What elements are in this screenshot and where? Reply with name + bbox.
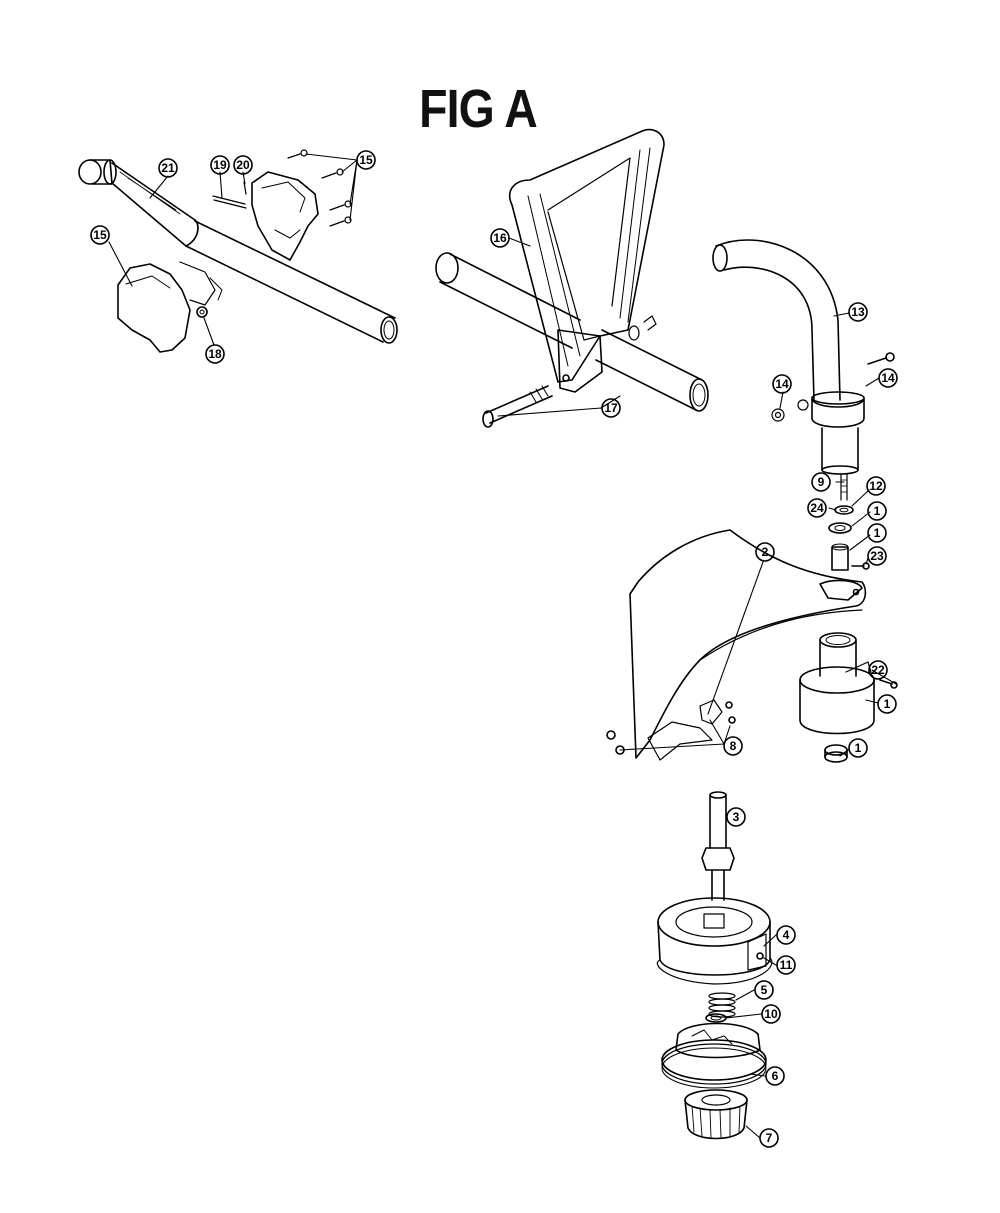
clamp-screws <box>287 149 352 227</box>
svg-text:16: 16 <box>493 231 507 245</box>
callout-14-right: 14 <box>878 368 898 388</box>
svg-text:19: 19 <box>213 158 227 172</box>
svg-text:18: 18 <box>208 347 222 361</box>
shaft-assembly <box>78 149 398 353</box>
clamp-upper-half <box>251 171 319 261</box>
wing-nut <box>628 315 657 341</box>
clamp-lower-half <box>117 261 223 353</box>
trimmer-head-assembly <box>656 791 773 1140</box>
svg-text:14: 14 <box>775 377 789 391</box>
spool <box>661 1022 767 1089</box>
leader-lines <box>108 153 897 1139</box>
callout-6: 6 <box>765 1066 785 1086</box>
callout-15-top: 15 <box>356 150 376 170</box>
svg-text:1: 1 <box>874 504 881 518</box>
loop-handle-assembly <box>435 128 709 428</box>
callout-4: 4 <box>776 925 796 945</box>
curved-shaft-end <box>712 239 895 475</box>
callout-16: 16 <box>490 228 510 248</box>
callout-18: 18 <box>205 344 225 364</box>
callout-2: 2 <box>755 542 775 562</box>
svg-text:3: 3 <box>733 810 740 824</box>
clamp-nut-and-washer <box>771 399 809 422</box>
callout-19: 19 <box>210 155 230 175</box>
gear-housing <box>799 632 898 763</box>
callout-24: 24 <box>807 498 827 518</box>
loop-bolt <box>482 385 553 428</box>
callout-14-left: 14 <box>772 374 792 394</box>
spool-housing <box>656 897 773 985</box>
svg-text:13: 13 <box>851 305 865 319</box>
drive-hardware-stack <box>828 473 870 571</box>
clamp-nut <box>196 306 208 318</box>
bump-knob <box>684 1089 748 1140</box>
svg-text:15: 15 <box>93 228 107 242</box>
callout-1-d: 1 <box>848 738 868 758</box>
callout-1-a: 1 <box>867 501 887 521</box>
svg-text:1: 1 <box>884 697 891 711</box>
svg-text:8: 8 <box>730 739 737 753</box>
svg-text:7: 7 <box>766 1131 773 1145</box>
svg-text:10: 10 <box>764 1007 778 1021</box>
spring <box>708 992 736 1018</box>
loop-frame <box>508 128 665 393</box>
svg-text:1: 1 <box>855 741 862 755</box>
spindle-shaft <box>701 791 735 901</box>
callout-8: 8 <box>723 736 743 756</box>
pin-and-spacer <box>212 181 247 209</box>
svg-text:4: 4 <box>783 928 790 942</box>
svg-text:17: 17 <box>604 401 618 415</box>
callout-15-left: 15 <box>90 225 110 245</box>
svg-text:1: 1 <box>874 526 881 540</box>
callout-1-b: 1 <box>867 523 887 543</box>
callout-1-c: 1 <box>877 694 897 714</box>
svg-text:24: 24 <box>810 501 824 515</box>
svg-text:5: 5 <box>761 983 768 997</box>
svg-text:21: 21 <box>161 161 175 175</box>
callout-7: 7 <box>759 1128 779 1148</box>
callout-10: 10 <box>761 1004 781 1024</box>
svg-text:12: 12 <box>869 479 883 493</box>
callout-11: 11 <box>776 955 796 975</box>
svg-text:9: 9 <box>818 475 825 489</box>
callout-3: 3 <box>726 807 746 827</box>
svg-text:15: 15 <box>359 153 373 167</box>
callout-22: 22 <box>868 660 888 680</box>
callout-17: 17 <box>601 398 621 418</box>
svg-text:23: 23 <box>870 549 884 563</box>
callout-9: 9 <box>811 472 831 492</box>
svg-text:2: 2 <box>762 545 769 559</box>
callout-group: 21 19 20 15 15 18 16 17 13 14 14 9 12 24… <box>90 150 898 1148</box>
svg-text:22: 22 <box>871 663 885 677</box>
shaft-tube <box>185 220 398 344</box>
figure-title: FIG A <box>419 79 538 139</box>
svg-text:6: 6 <box>772 1069 779 1083</box>
callout-21: 21 <box>158 158 178 178</box>
callout-5: 5 <box>754 980 774 1000</box>
svg-text:14: 14 <box>881 371 895 385</box>
foam-grip <box>78 159 199 247</box>
callout-13: 13 <box>848 302 868 322</box>
svg-text:20: 20 <box>236 158 250 172</box>
callout-12: 12 <box>866 476 886 496</box>
svg-text:11: 11 <box>780 958 793 972</box>
callout-20: 20 <box>233 155 253 175</box>
callout-23: 23 <box>867 546 887 566</box>
